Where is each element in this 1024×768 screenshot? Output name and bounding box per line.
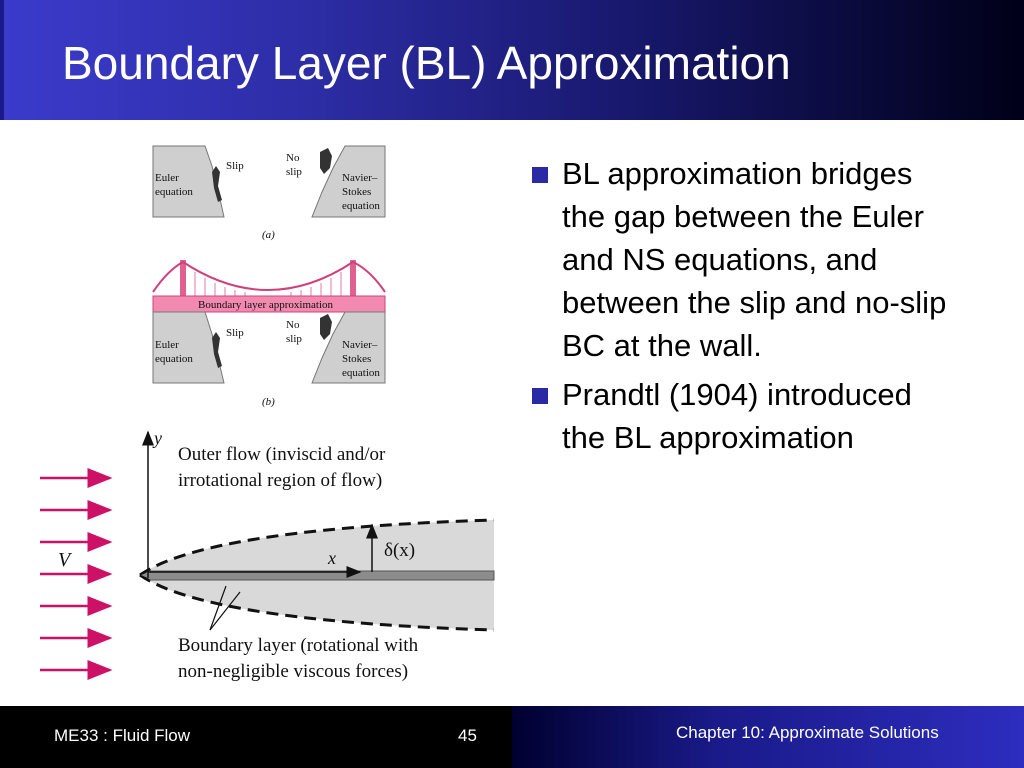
footer-right-panel [512,706,1024,768]
bullet-square-icon [532,167,548,183]
page-number: 45 [458,726,477,745]
course-label: ME33 : Fluid Flow [54,726,191,745]
euler-label-b-1: Euler [155,339,179,351]
euler-label-b-2: equation [155,353,193,365]
y-axis-label: y [152,428,162,448]
bl-label-2: non-negligible viscous forces) [178,661,408,682]
caption-b: (b) [262,396,275,408]
outer-flow-label-2: irrotational region of flow) [178,470,382,491]
panel-a: Slip No slip Euler equation Navier– Stok… [152,145,386,241]
bullet-list: BL approximation bridges the gap between… [528,152,948,465]
bl-upper-edge [139,518,495,577]
bullet-text: Prandtl (1904) introduced the BL approxi… [562,377,912,455]
ns-label-a-1: Navier– [342,172,378,184]
noslip-label-b-1: No [286,319,300,331]
right-cliff [311,145,386,218]
noslip-label-a-2: slip [286,166,302,178]
climber-left [212,166,222,202]
x-axis-label: x [327,548,336,568]
bullet-item: BL approximation bridges the gap between… [528,152,948,367]
euler-label-a-2: equation [155,186,193,198]
thickness-label: δ(x) [384,540,415,561]
bl-pointer-1 [209,585,227,631]
title-bar: Boundary Layer (BL) Approximation [0,0,1024,120]
climber-left-b [212,332,222,368]
ns-label-b-3: equation [342,367,380,379]
bullet-square-icon [532,388,548,404]
boundary-layer-diagram: y x V δ(x) Outer flow (inviscid and/or i… [40,428,495,682]
bl-label-1: Boundary layer (rotational with [178,635,419,656]
bl-pointer-2 [209,591,241,631]
noslip-label-a-1: No [286,152,300,164]
caption-a: (a) [262,229,275,241]
right-cliff-b [311,311,386,384]
bridge: Boundary layer approximation [152,260,386,313]
footer: ME33 : Fluid Flow 45 Chapter 10: Approxi… [0,706,1024,768]
illustration: Slip No slip Euler equation Navier– Stok… [0,120,512,706]
euler-label-a-1: Euler [155,172,179,184]
bullet-item: Prandtl (1904) introduced the BL approxi… [528,373,948,459]
ns-label-a-2: Stokes [342,186,371,198]
chapter-label: Chapter 10: Approximate Solutions [676,723,939,742]
ns-label-a-3: equation [342,200,380,212]
ns-label-b-1: Navier– [342,339,378,351]
velocity-label: V [58,549,73,571]
outer-flow-label-1: Outer flow (inviscid and/or [178,444,386,465]
panel-b: Boundary layer approximation Slip No sli… [152,260,386,408]
bridge-label: Boundary layer approximation [198,299,334,311]
slip-label-a: Slip [226,160,244,172]
freestream-arrows [40,468,113,680]
title-accent [0,0,4,120]
ns-label-b-2: Stokes [342,353,371,365]
bl-lower-edge [139,573,495,632]
slip-label-b: Slip [226,327,244,339]
climber-right-b [320,314,332,340]
bullet-text: BL approximation bridges the gap between… [562,156,947,363]
slide-title: Boundary Layer (BL) Approximation [62,37,791,89]
climber-right [320,148,332,174]
noslip-label-b-2: slip [286,333,302,345]
